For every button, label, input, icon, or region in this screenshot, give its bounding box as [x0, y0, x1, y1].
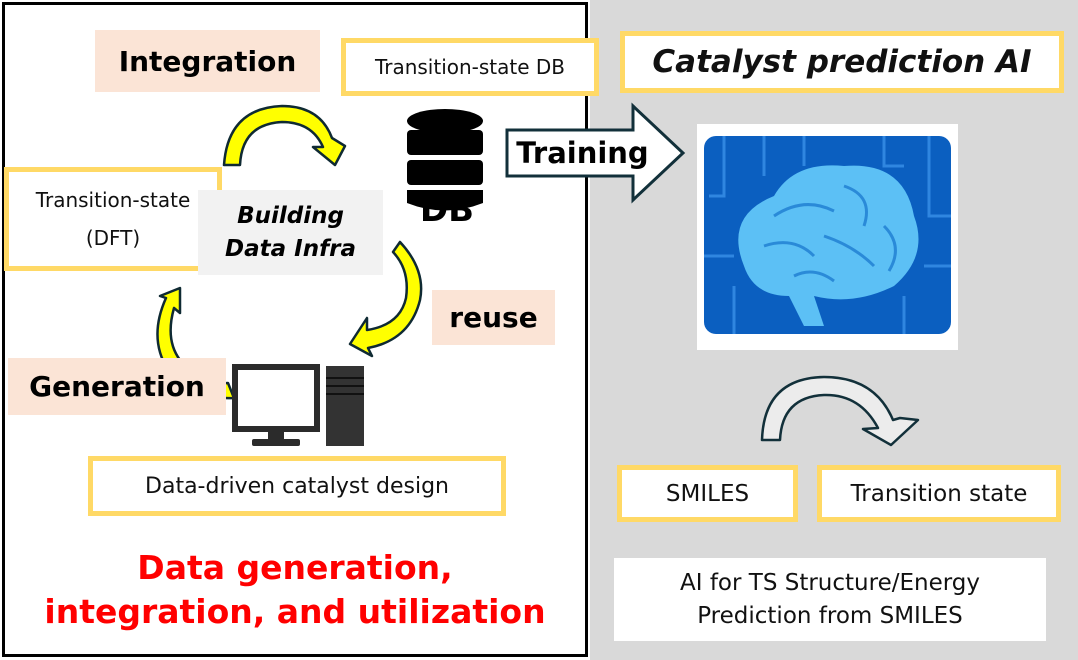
catalyst-ai-title: Catalyst prediction AI [620, 31, 1064, 93]
building-data-infra: Building Data Infra [198, 190, 383, 275]
data-driven-design-label: Data-driven catalyst design [88, 456, 506, 516]
summary-line1: Data generation, [137, 547, 453, 587]
db-icon-text: DB [419, 190, 475, 230]
building-line2: Data Infra [225, 235, 356, 262]
computer-icon [232, 364, 364, 446]
summary-text: Data generation, integration, and utiliz… [10, 542, 580, 637]
ai-description: AI for TS Structure/Energy Prediction fr… [614, 558, 1046, 641]
curved-arrow-icon [760, 375, 920, 447]
ts-dft-box: Transition-state (DFT) [4, 167, 222, 271]
reuse-label: reuse [432, 290, 555, 345]
ts-db-label: Transition-state DB [341, 38, 599, 96]
ts-dft-line2: (DFT) [85, 226, 141, 250]
building-line1: Building [237, 202, 344, 229]
transition-state-label: Transition state [817, 465, 1061, 522]
summary-line2: integration, and utilization [44, 591, 546, 631]
training-label: Training [516, 136, 649, 170]
desc-line2: Prediction from SMILES [697, 602, 963, 629]
desc-line1: AI for TS Structure/Energy [680, 569, 980, 596]
ts-dft-line1: Transition-state [35, 188, 191, 212]
integration-label: Integration [95, 30, 320, 92]
smiles-label: SMILES [617, 465, 798, 522]
generation-label: Generation [8, 358, 226, 415]
database-icon [407, 109, 483, 211]
training-arrow-icon [505, 102, 686, 204]
brain-ai-image [697, 124, 958, 350]
